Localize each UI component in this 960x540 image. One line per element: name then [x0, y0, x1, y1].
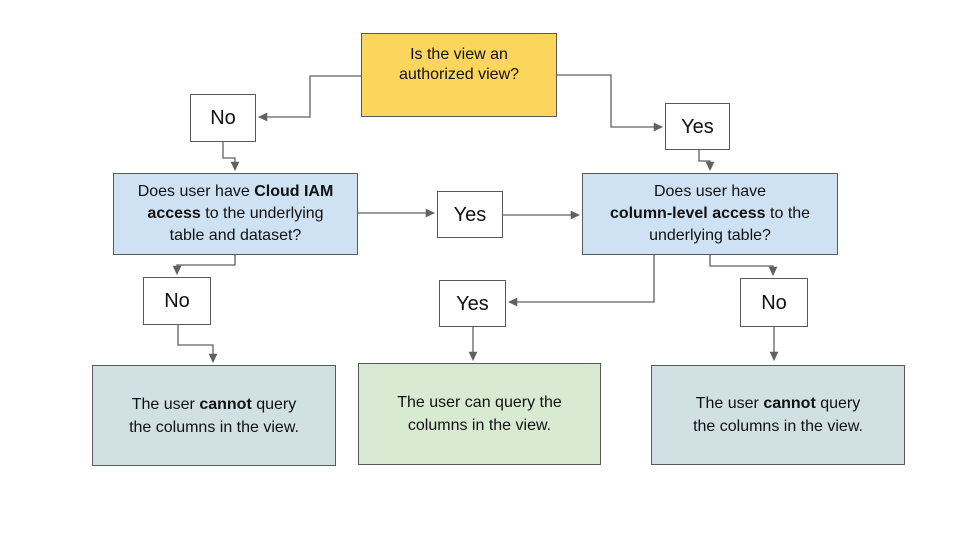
node-decision-yes-2: Yes	[437, 191, 503, 238]
node-question-column-level-access: Does user have column-level access to th…	[582, 173, 838, 255]
node-text-line: underlying table?	[649, 227, 771, 244]
connector-start-to-yes1	[557, 74, 664, 132]
node-decision-yes-1: Yes	[665, 103, 730, 150]
node-text-line: access to the underlying	[147, 205, 324, 222]
connector-qiam-to-no2	[172, 255, 236, 276]
node-text-line: column-level access to the	[609, 205, 811, 222]
decision-label: Yes	[681, 115, 714, 138]
node-decision-no-2: No	[143, 277, 211, 325]
decision-label: No	[761, 291, 787, 314]
node-question-cloud-iam-access: Does user have Cloud IAM access to the u…	[113, 173, 358, 255]
node-outcome-cannot-query-right: The user cannot query the columns in the…	[651, 365, 905, 465]
connector-qcol-to-no3	[709, 255, 778, 277]
decision-label: No	[210, 107, 236, 129]
node-text-line: the columns in the view.	[693, 418, 863, 435]
node-text-line: The user cannot query	[695, 395, 861, 412]
node-text-line: Is the view an	[410, 46, 508, 63]
decision-label: Yes	[456, 292, 489, 315]
node-outcome-can-query: The user can query the columns in the vi…	[358, 363, 601, 465]
node-decision-no-1: No	[190, 94, 256, 142]
node-text-line: Does user have Cloud IAM	[137, 183, 334, 200]
node-text-line: The user can query the	[397, 394, 562, 411]
node-text-line: columns in the view.	[407, 417, 552, 434]
connector-start-to-no1	[257, 75, 361, 122]
node-outcome-cannot-query-left: The user cannot query the columns in the…	[92, 365, 336, 466]
node-start-question: Is the view an authorized view?	[361, 33, 557, 117]
node-decision-no-3: No	[740, 278, 808, 327]
connector-qcol-to-yes2	[507, 255, 655, 307]
connector-no1-to-qiam	[222, 142, 240, 172]
decision-label: No	[164, 290, 190, 312]
decision-label: Yes	[453, 203, 487, 226]
node-text-line: authorized view?	[398, 66, 520, 83]
node-text-line: table and dataset?	[169, 227, 302, 244]
connector-yes1-to-qcol	[698, 150, 715, 172]
node-text-line: The user cannot query	[131, 395, 297, 413]
node-decision-yes-3: Yes	[439, 280, 506, 327]
node-text-line: the columns in the view.	[129, 418, 299, 436]
connector-no2-to-outleft	[177, 325, 218, 364]
node-text-line: Does user have	[653, 183, 767, 200]
